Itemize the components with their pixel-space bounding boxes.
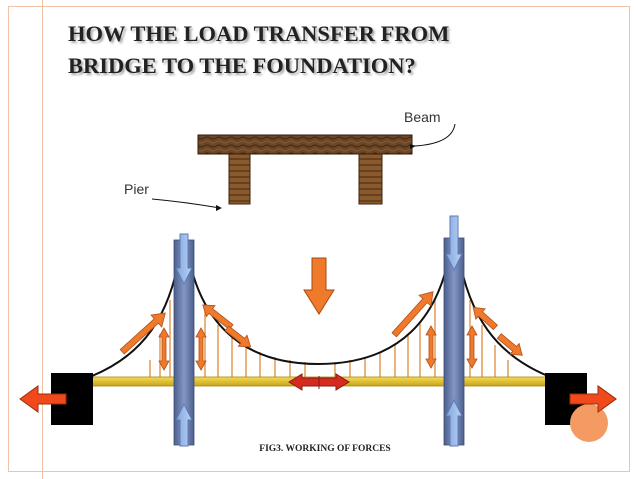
load-arrow-down bbox=[303, 257, 335, 315]
tension-arrow-left-inner-upper bbox=[202, 304, 234, 331]
tension-arrow-right-inner bbox=[391, 291, 434, 338]
slide-title: HOW THE LOAD TRANSFER FROM BRIDGE TO THE… bbox=[68, 21, 450, 78]
tension-arrow-left-inner-lower bbox=[224, 325, 252, 348]
beam-label: Beam bbox=[404, 109, 441, 125]
beam bbox=[197, 134, 413, 155]
double-arrow-hanger-2 bbox=[195, 327, 207, 371]
hanger-cables bbox=[149, 300, 509, 378]
figure-caption: FIG3. WORKING OF FORCES bbox=[259, 444, 391, 454]
blue-arrow-down-left-tower bbox=[175, 233, 193, 286]
pier-leader-line bbox=[151, 198, 221, 209]
pier-left bbox=[228, 153, 251, 205]
slide-frame bbox=[8, 6, 630, 472]
slide-left-rule bbox=[42, 0, 43, 479]
pier-right bbox=[358, 153, 383, 205]
pier-label: Pier bbox=[124, 181, 149, 197]
beam-leader-line bbox=[413, 123, 456, 147]
pier-leader-arrowhead bbox=[216, 205, 222, 211]
double-arrow-hanger-4 bbox=[466, 325, 478, 369]
double-arrow-hanger-3 bbox=[425, 325, 437, 369]
hanger-double-arrows bbox=[158, 325, 478, 371]
anchor-arrow-left bbox=[19, 385, 67, 413]
decorative-corner-circle bbox=[570, 404, 608, 442]
blue-arrow-up-right-tower bbox=[445, 398, 463, 447]
beam-leader-arrowhead bbox=[410, 144, 416, 149]
blue-arrow-up-left-tower bbox=[175, 402, 193, 447]
tension-arrow-left-outer bbox=[119, 312, 166, 355]
tension-arrow-right-outer-lower bbox=[496, 333, 523, 356]
cable-tension-arrows bbox=[119, 291, 523, 356]
blue-arrow-down-right-tower bbox=[445, 215, 463, 272]
double-arrow-hanger-1 bbox=[158, 327, 170, 371]
tension-arrow-right-outer-upper bbox=[472, 306, 498, 331]
tower-compression-arrows bbox=[175, 215, 463, 447]
